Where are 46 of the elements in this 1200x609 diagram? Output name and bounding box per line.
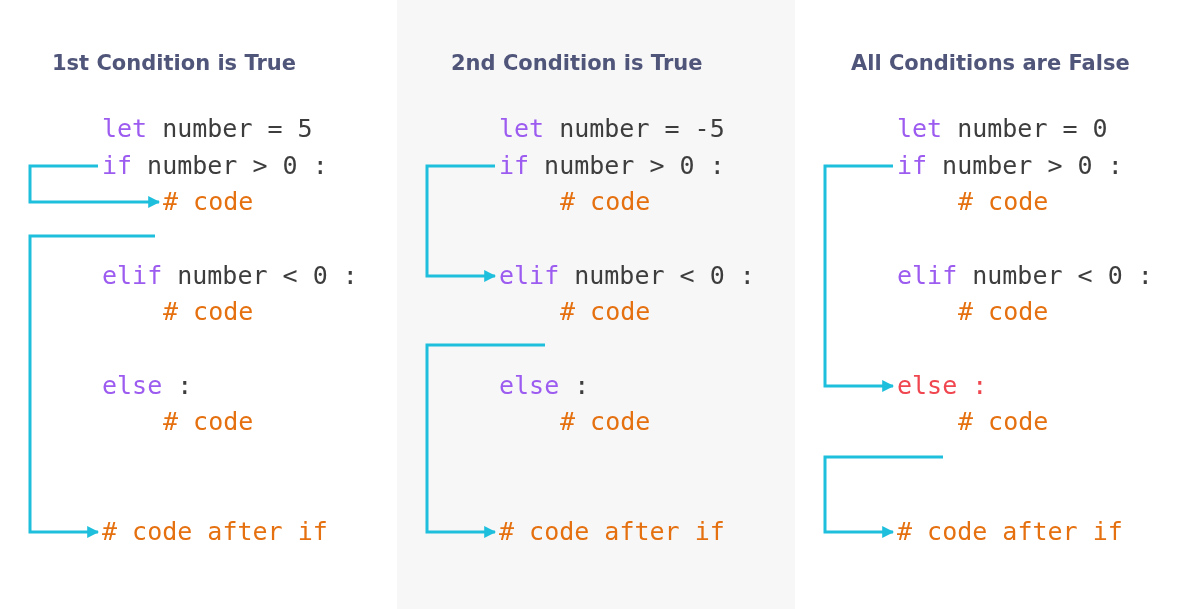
keyword: else <box>102 371 163 401</box>
flow-arrow <box>425 343 545 538</box>
code-text: : <box>574 371 590 401</box>
code-text: number < 0 : <box>177 261 358 291</box>
keyword: elif <box>102 261 163 291</box>
flow-arrow <box>28 234 155 538</box>
code-comment: # code after if <box>499 517 725 547</box>
code-comment: # code <box>560 407 651 437</box>
code-comment: # code <box>163 407 254 437</box>
code-comment: # code <box>958 407 1049 437</box>
panel-title: 1st Condition is True <box>52 50 296 77</box>
code-comment: # code <box>958 297 1049 327</box>
code-text: number > 0 : <box>147 151 328 181</box>
panel-title: 2nd Condition is True <box>451 50 703 77</box>
keyword: elif <box>499 261 560 291</box>
keyword: if <box>499 151 530 181</box>
code-text: number = 5 <box>162 114 313 144</box>
keyword: if <box>102 151 133 181</box>
code-comment: # code <box>560 187 651 217</box>
code-text: number < 0 : <box>972 261 1153 291</box>
flow-arrow <box>28 164 161 208</box>
code-comment: # code <box>163 187 254 217</box>
code-comment: # code <box>958 187 1049 217</box>
code-text: number = 0 <box>957 114 1108 144</box>
code-text: number > 0 : <box>544 151 725 181</box>
flow-arrow <box>425 164 497 282</box>
flow-arrow <box>823 455 943 538</box>
code-text: : <box>177 371 193 401</box>
keyword: else <box>499 371 560 401</box>
code-comment: # code <box>560 297 651 327</box>
code-text: number > 0 : <box>942 151 1123 181</box>
code-text: number = -5 <box>559 114 725 144</box>
code-text: : <box>972 371 988 401</box>
code-text: number < 0 : <box>574 261 755 291</box>
panel-title: All Conditions are False <box>851 50 1130 77</box>
code-comment: # code <box>163 297 254 327</box>
keyword: else <box>897 371 958 401</box>
keyword: let <box>499 114 545 144</box>
keyword: elif <box>897 261 958 291</box>
code-comment: # code after if <box>897 517 1123 547</box>
code-comment: # code after if <box>102 517 328 547</box>
keyword: if <box>897 151 928 181</box>
keyword: let <box>102 114 148 144</box>
panel-background <box>397 0 795 609</box>
keyword: let <box>897 114 943 144</box>
flow-arrow <box>823 164 895 392</box>
